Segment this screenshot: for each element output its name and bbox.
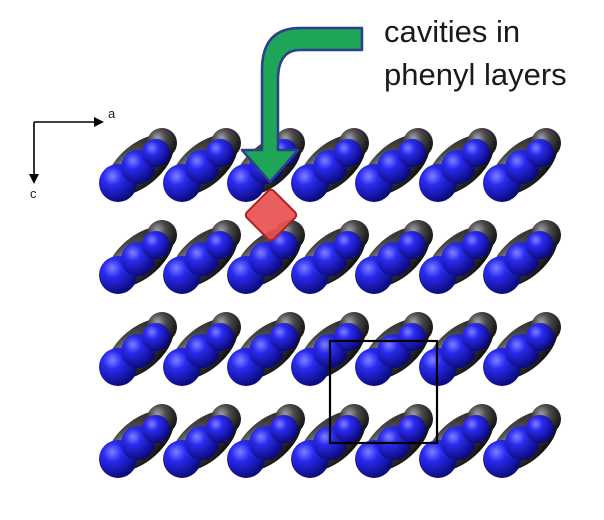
blue-atom [526, 323, 554, 351]
molecule [483, 404, 561, 478]
blue-atom [462, 323, 490, 351]
blue-atom [526, 415, 554, 443]
molecule [163, 404, 241, 478]
blue-atom [270, 231, 298, 259]
molecule [99, 220, 177, 294]
blue-atom [398, 231, 426, 259]
molecule [291, 128, 369, 202]
molecule [291, 404, 369, 478]
molecule [163, 312, 241, 386]
blue-atom [206, 231, 234, 259]
curved-down-arrow-icon [240, 26, 364, 184]
molecule [99, 404, 177, 478]
callout-line-1: cavities in [384, 14, 520, 49]
molecule [291, 220, 369, 294]
molecule [419, 220, 497, 294]
blue-atom [526, 231, 554, 259]
blue-atom [270, 323, 298, 351]
blue-atom [334, 323, 362, 351]
molecule [227, 312, 305, 386]
blue-atom [398, 139, 426, 167]
molecule [483, 128, 561, 202]
molecule-lattice [99, 128, 561, 478]
molecule [99, 312, 177, 386]
molecule [419, 312, 497, 386]
callout-line-2: phenyl layers [384, 57, 567, 92]
blue-atom [334, 139, 362, 167]
blue-atom [526, 139, 554, 167]
blue-atom [398, 323, 426, 351]
molecule [419, 404, 497, 478]
molecule [227, 220, 305, 294]
blue-atom [142, 231, 170, 259]
blue-atom [142, 415, 170, 443]
molecule [163, 128, 241, 202]
molecule [163, 220, 241, 294]
blue-atom [270, 415, 298, 443]
blue-atom [334, 231, 362, 259]
molecule [291, 312, 369, 386]
molecule [483, 312, 561, 386]
axis-label-a: a [108, 106, 116, 121]
molecule [419, 128, 497, 202]
molecule [99, 128, 177, 202]
unit-cell-box [328, 339, 439, 445]
blue-atom [462, 415, 490, 443]
blue-atom [398, 415, 426, 443]
molecule [355, 312, 433, 386]
molecule [483, 220, 561, 294]
blue-atom [206, 415, 234, 443]
axis-arrows-icon [29, 117, 104, 184]
blue-atom [206, 323, 234, 351]
blue-atom [142, 323, 170, 351]
blue-atom [462, 231, 490, 259]
molecule [227, 404, 305, 478]
molecule [355, 404, 433, 478]
blue-atom [142, 139, 170, 167]
blue-atom [334, 415, 362, 443]
blue-atom [206, 139, 234, 167]
axis-label-c: c [30, 186, 37, 201]
molecule [355, 128, 433, 202]
molecule [355, 220, 433, 294]
blue-atom [462, 139, 490, 167]
red-diamond-icon [244, 188, 298, 242]
